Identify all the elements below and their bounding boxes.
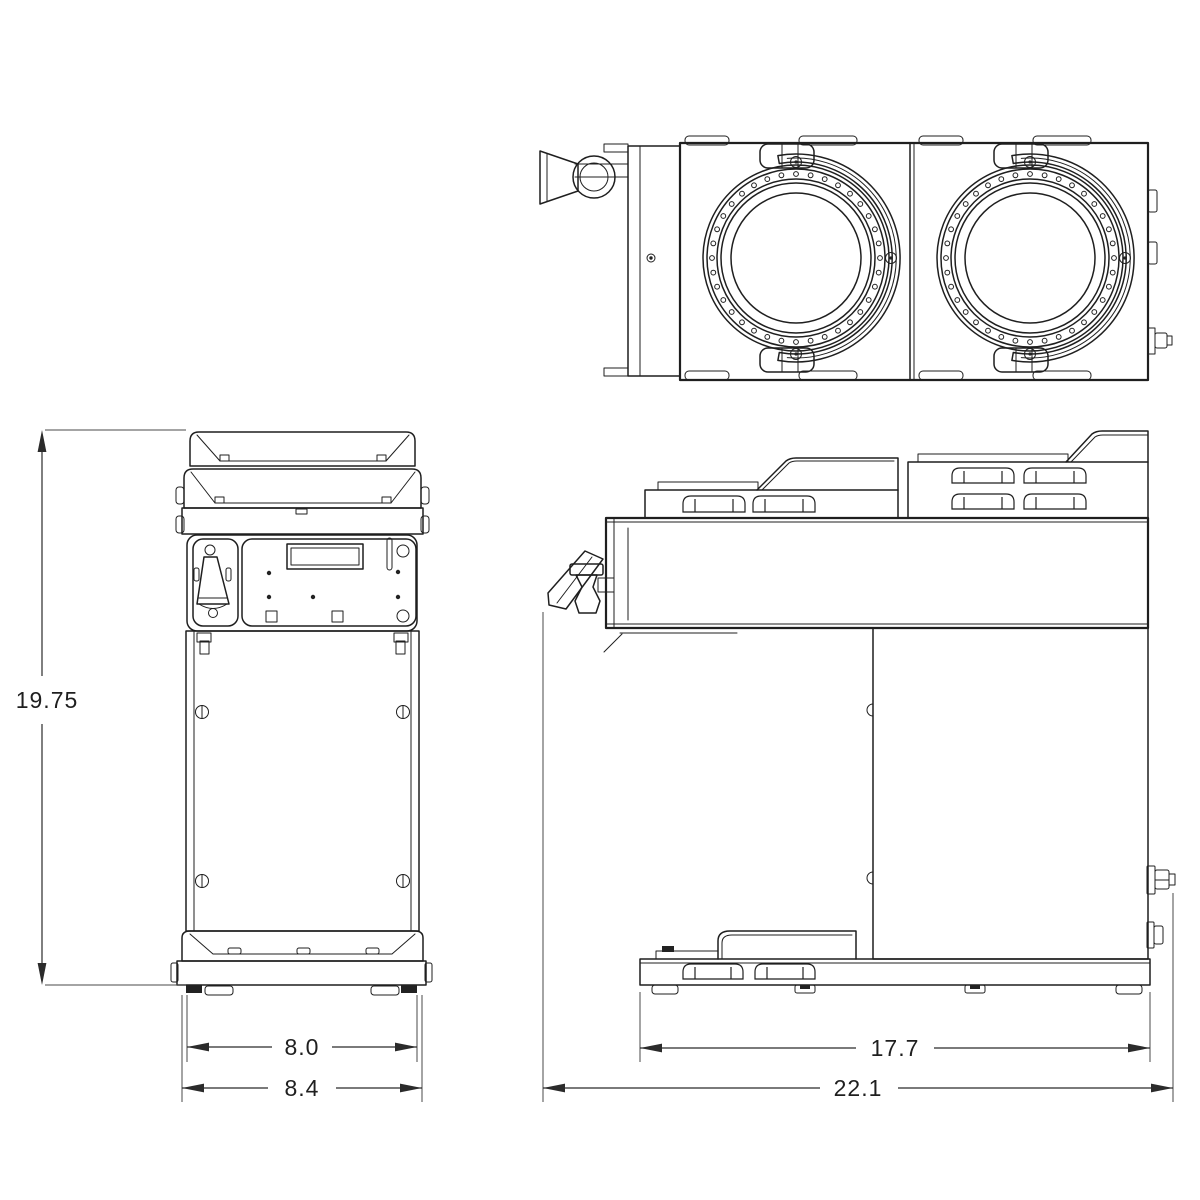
vent-slot (1023, 493, 1087, 510)
burner-left (684, 135, 901, 381)
indicator-dot (266, 594, 272, 600)
dimension-front-outer-width: 8.4 (181, 995, 423, 1102)
indicator-dot (310, 594, 316, 600)
side-head (603, 516, 1150, 653)
dimension-front-height: 19.75 (16, 429, 186, 986)
front-top-band (175, 507, 430, 535)
control-panel (241, 537, 417, 627)
vent-slot (752, 495, 816, 513)
rear-fitting-upper (1146, 865, 1176, 895)
front-cabinet (185, 630, 420, 932)
side-base (639, 930, 1151, 995)
front-base (170, 930, 433, 996)
burner-right (918, 135, 1135, 381)
front-warmer-tray-upper (189, 431, 416, 467)
front-view (170, 431, 433, 996)
dim-label-side-base-depth: 17.7 (871, 1035, 920, 1061)
rear-fitting-lower (1146, 921, 1164, 949)
dim-label-front-inner-width: 8.0 (285, 1034, 320, 1060)
switch-square (331, 610, 344, 623)
top-view-body (603, 141, 1173, 382)
side-warmer-deck-right (907, 430, 1149, 519)
faucet-top-view (539, 150, 629, 205)
switch-square (265, 610, 278, 623)
dim-label-side-overall-depth: 22.1 (834, 1075, 883, 1101)
side-view (547, 430, 1176, 995)
indicator-dot (395, 594, 401, 600)
vent-slot (951, 467, 1015, 484)
front-control-head (186, 534, 418, 632)
vent-slot (682, 495, 746, 513)
dimension-side-overall-depth: 22.1 (542, 612, 1174, 1102)
dimension-front-inner-width: 8.0 (186, 995, 418, 1062)
top-view (539, 135, 1173, 382)
dim-label-front-height: 19.75 (16, 687, 79, 713)
side-tower (866, 627, 1176, 960)
indicator-dot (266, 570, 272, 576)
vent-slot (1023, 467, 1087, 484)
vent-slot (682, 963, 744, 980)
panel-slot (386, 537, 393, 571)
indicator-dot (395, 569, 401, 575)
vent-slot (754, 963, 816, 980)
cabinet-screws (195, 705, 410, 888)
faucet-front-view (193, 544, 232, 618)
display-screen (286, 543, 364, 570)
front-warmer-tray-lower (175, 468, 430, 509)
faucet-side-view (547, 550, 615, 614)
side-warmer-deck-left (644, 457, 899, 519)
dimension-side-base-depth: 17.7 (639, 992, 1151, 1062)
vent-slot (951, 493, 1015, 510)
dim-label-front-outer-width: 8.4 (285, 1075, 320, 1101)
